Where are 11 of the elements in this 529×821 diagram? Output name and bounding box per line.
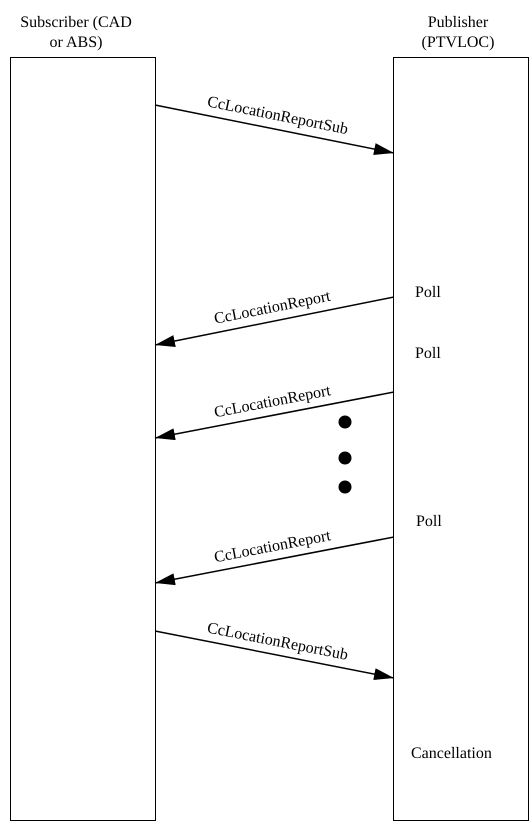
event-note: Cancellation: [411, 745, 492, 763]
message-arrow: [154, 391, 394, 440]
event-note: Poll: [416, 513, 442, 531]
event-note: Poll: [415, 345, 441, 363]
participant-name: Subscriber (CAD or ABS): [20, 13, 132, 53]
message-arrow: [154, 536, 394, 586]
message-arrow: [154, 296, 394, 347]
message-arrow: [154, 630, 394, 680]
message-arrow: [154, 104, 394, 155]
event-note: Poll: [415, 284, 441, 302]
participant-name: Publisher (PTVLOC): [420, 13, 496, 53]
